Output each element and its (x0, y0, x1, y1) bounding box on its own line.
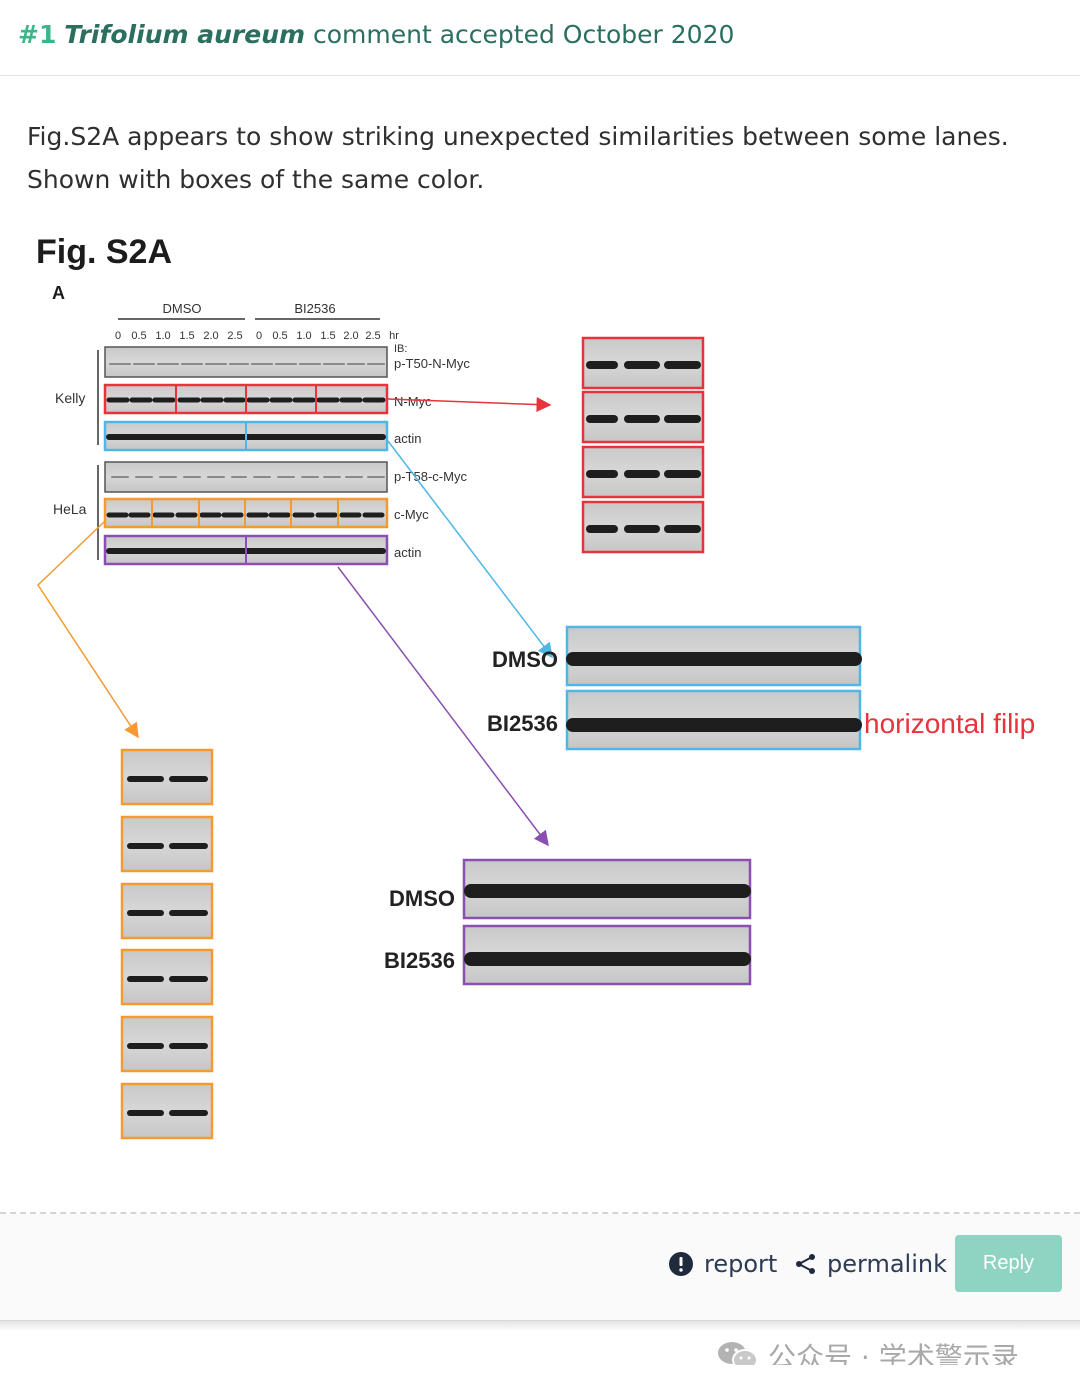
timepoint-bi-5: 2.5 (365, 330, 380, 342)
figure-svg: Fig. S2A A DMSO BI2536 0 0.5 1.0 1.5 2.0… (36, 233, 1035, 1140)
cell-label-kelly: Kelly (55, 390, 85, 406)
blue-label-dmso: DMSO (492, 647, 558, 672)
comment-header: #1 Trifolium aureum comment accepted Oct… (0, 0, 1080, 76)
row-label-4: p-T58-c-Myc (394, 469, 467, 484)
comment-body: Fig.S2A appears to show striking unexpec… (27, 122, 1009, 194)
blue-detail: DMSO BI2536 horizontal filip (487, 625, 1035, 751)
group-label-dmso: DMSO (163, 301, 202, 316)
comment-header-line: #1 Trifolium aureum comment accepted Oct… (18, 20, 734, 49)
figure-title: Fig. S2A (36, 233, 172, 271)
share-icon (796, 1254, 815, 1274)
purple-label-dmso: DMSO (389, 886, 455, 911)
timepoint-dmso-2: 1.0 (155, 330, 170, 342)
timepoint-dmso-3: 1.5 (179, 330, 194, 342)
report-label[interactable]: report (704, 1250, 778, 1278)
blue-label-bi2536: BI2536 (487, 711, 558, 736)
purple-label-bi2536: BI2536 (384, 948, 455, 973)
arrow-orange (37, 521, 139, 739)
timepoint-labels: 0 0.5 1.0 1.5 2.0 2.5 0 0.5 1.0 1.5 2.0 … (115, 330, 399, 342)
permalink-link[interactable]: permalink (795, 1250, 947, 1278)
report-link[interactable]: report (668, 1250, 777, 1278)
arrow-blue (387, 440, 553, 659)
timepoint-dmso-5: 2.5 (227, 330, 242, 342)
red-detail-boxes (581, 336, 705, 554)
purple-detail: DMSO BI2536 (384, 858, 752, 986)
footer-divider (0, 1212, 1080, 1214)
figure-image: Fig. S2A A DMSO BI2536 0 0.5 1.0 1.5 2.0… (0, 215, 1080, 1175)
bottom-band (0, 1365, 1080, 1397)
row-labels: IB: p-T50-N-Myc N-Myc actin p-T58-c-Myc … (394, 343, 470, 560)
timepoint-bi-1: 0.5 (272, 330, 287, 342)
ib-label: IB: (394, 343, 407, 355)
timepoint-dmso-4: 2.0 (203, 330, 218, 342)
comment-number[interactable]: #1 (18, 20, 57, 49)
footer-shadow (0, 1321, 1080, 1331)
timepoint-bi-4: 2.0 (343, 330, 358, 342)
comment-status: comment accepted October 2020 (313, 20, 735, 49)
group-label-bi2536: BI2536 (294, 301, 335, 316)
arrow-red (387, 397, 552, 412)
row-label-6: actin (394, 545, 421, 560)
blot-main (103, 346, 389, 566)
exclamation-circle-icon (669, 1252, 693, 1276)
cell-label-hela: HeLa (53, 501, 87, 517)
timepoint-bi-2: 1.0 (296, 330, 311, 342)
row-label-2: N-Myc (394, 394, 432, 409)
arrow-purple (337, 566, 549, 847)
timepoint-dmso-0: 0 (115, 330, 121, 342)
timepoint-unit: hr (389, 330, 399, 342)
timepoint-bi-0: 0 (256, 330, 262, 342)
annotation-horizontal-flip: horizontal filip (864, 708, 1035, 739)
comment-author[interactable]: Trifolium aureum (64, 20, 306, 49)
row-label-5: c-Myc (394, 507, 429, 522)
permalink-label[interactable]: permalink (827, 1250, 947, 1278)
row-label-1: p-T50-N-Myc (394, 356, 470, 371)
row-label-3: actin (394, 431, 421, 446)
timepoint-bi-3: 1.5 (320, 330, 335, 342)
reply-button[interactable]: Reply (955, 1235, 1062, 1292)
panel-label: A (52, 283, 65, 303)
timepoint-dmso-1: 0.5 (131, 330, 146, 342)
comment-footer: report permalink Reply (0, 1214, 1080, 1321)
orange-detail-boxes (120, 748, 214, 1140)
